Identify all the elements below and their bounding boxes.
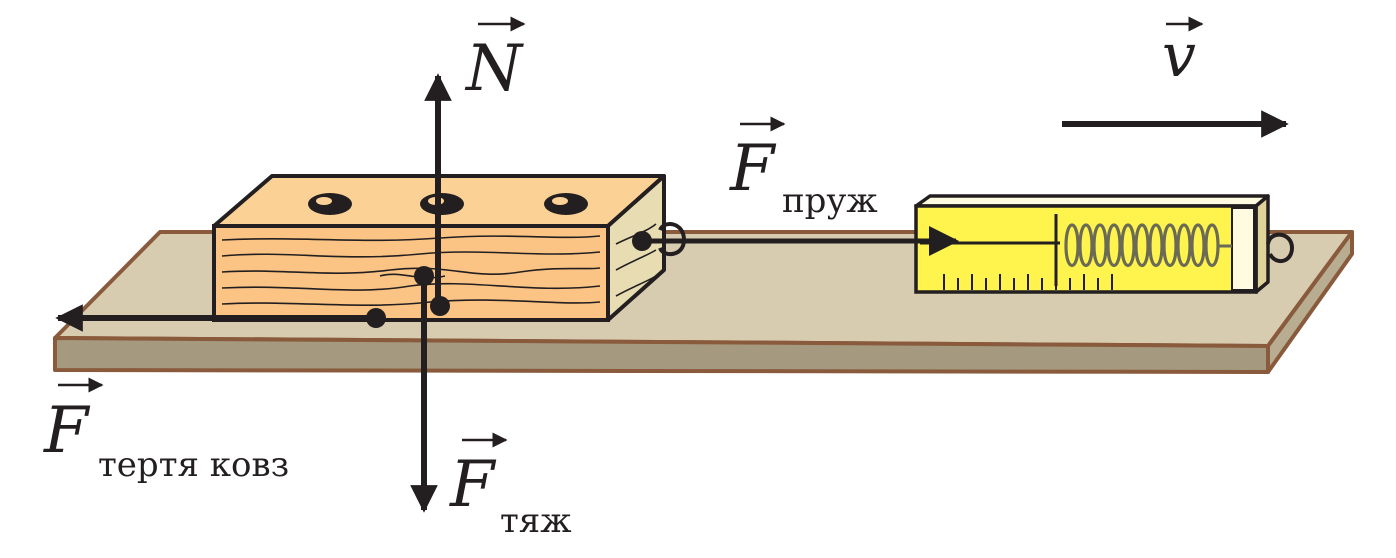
svg-text:тертя ковз: тертя ковз — [98, 445, 289, 485]
svg-text:F: F — [449, 448, 497, 522]
svg-text:тяж: тяж — [500, 501, 572, 541]
svg-text:N: N — [464, 32, 524, 106]
svg-text:пруж: пруж — [782, 181, 878, 221]
label-gravity-force: F тяж — [449, 432, 572, 541]
block-hole — [420, 193, 464, 215]
dynamometer — [914, 194, 1295, 294]
force-vectors — [55, 73, 1289, 513]
dynamometer-hook — [1266, 232, 1295, 264]
svg-text:F: F — [729, 132, 777, 206]
svg-text:F: F — [43, 394, 91, 468]
block-hole — [308, 193, 352, 215]
label-velocity: v — [1162, 16, 1204, 91]
normal-force-origin — [430, 296, 450, 316]
label-friction-force: F тертя ковз — [43, 377, 289, 485]
spring-coil — [1064, 223, 1220, 268]
friction-force-origin — [366, 308, 386, 328]
label-normal-force: N — [464, 16, 526, 106]
label-spring-force: F пруж — [729, 116, 878, 221]
spring-force-origin — [632, 231, 652, 251]
block-hole — [544, 193, 588, 215]
gravity-force-origin — [414, 266, 434, 286]
svg-text:v: v — [1162, 21, 1196, 91]
